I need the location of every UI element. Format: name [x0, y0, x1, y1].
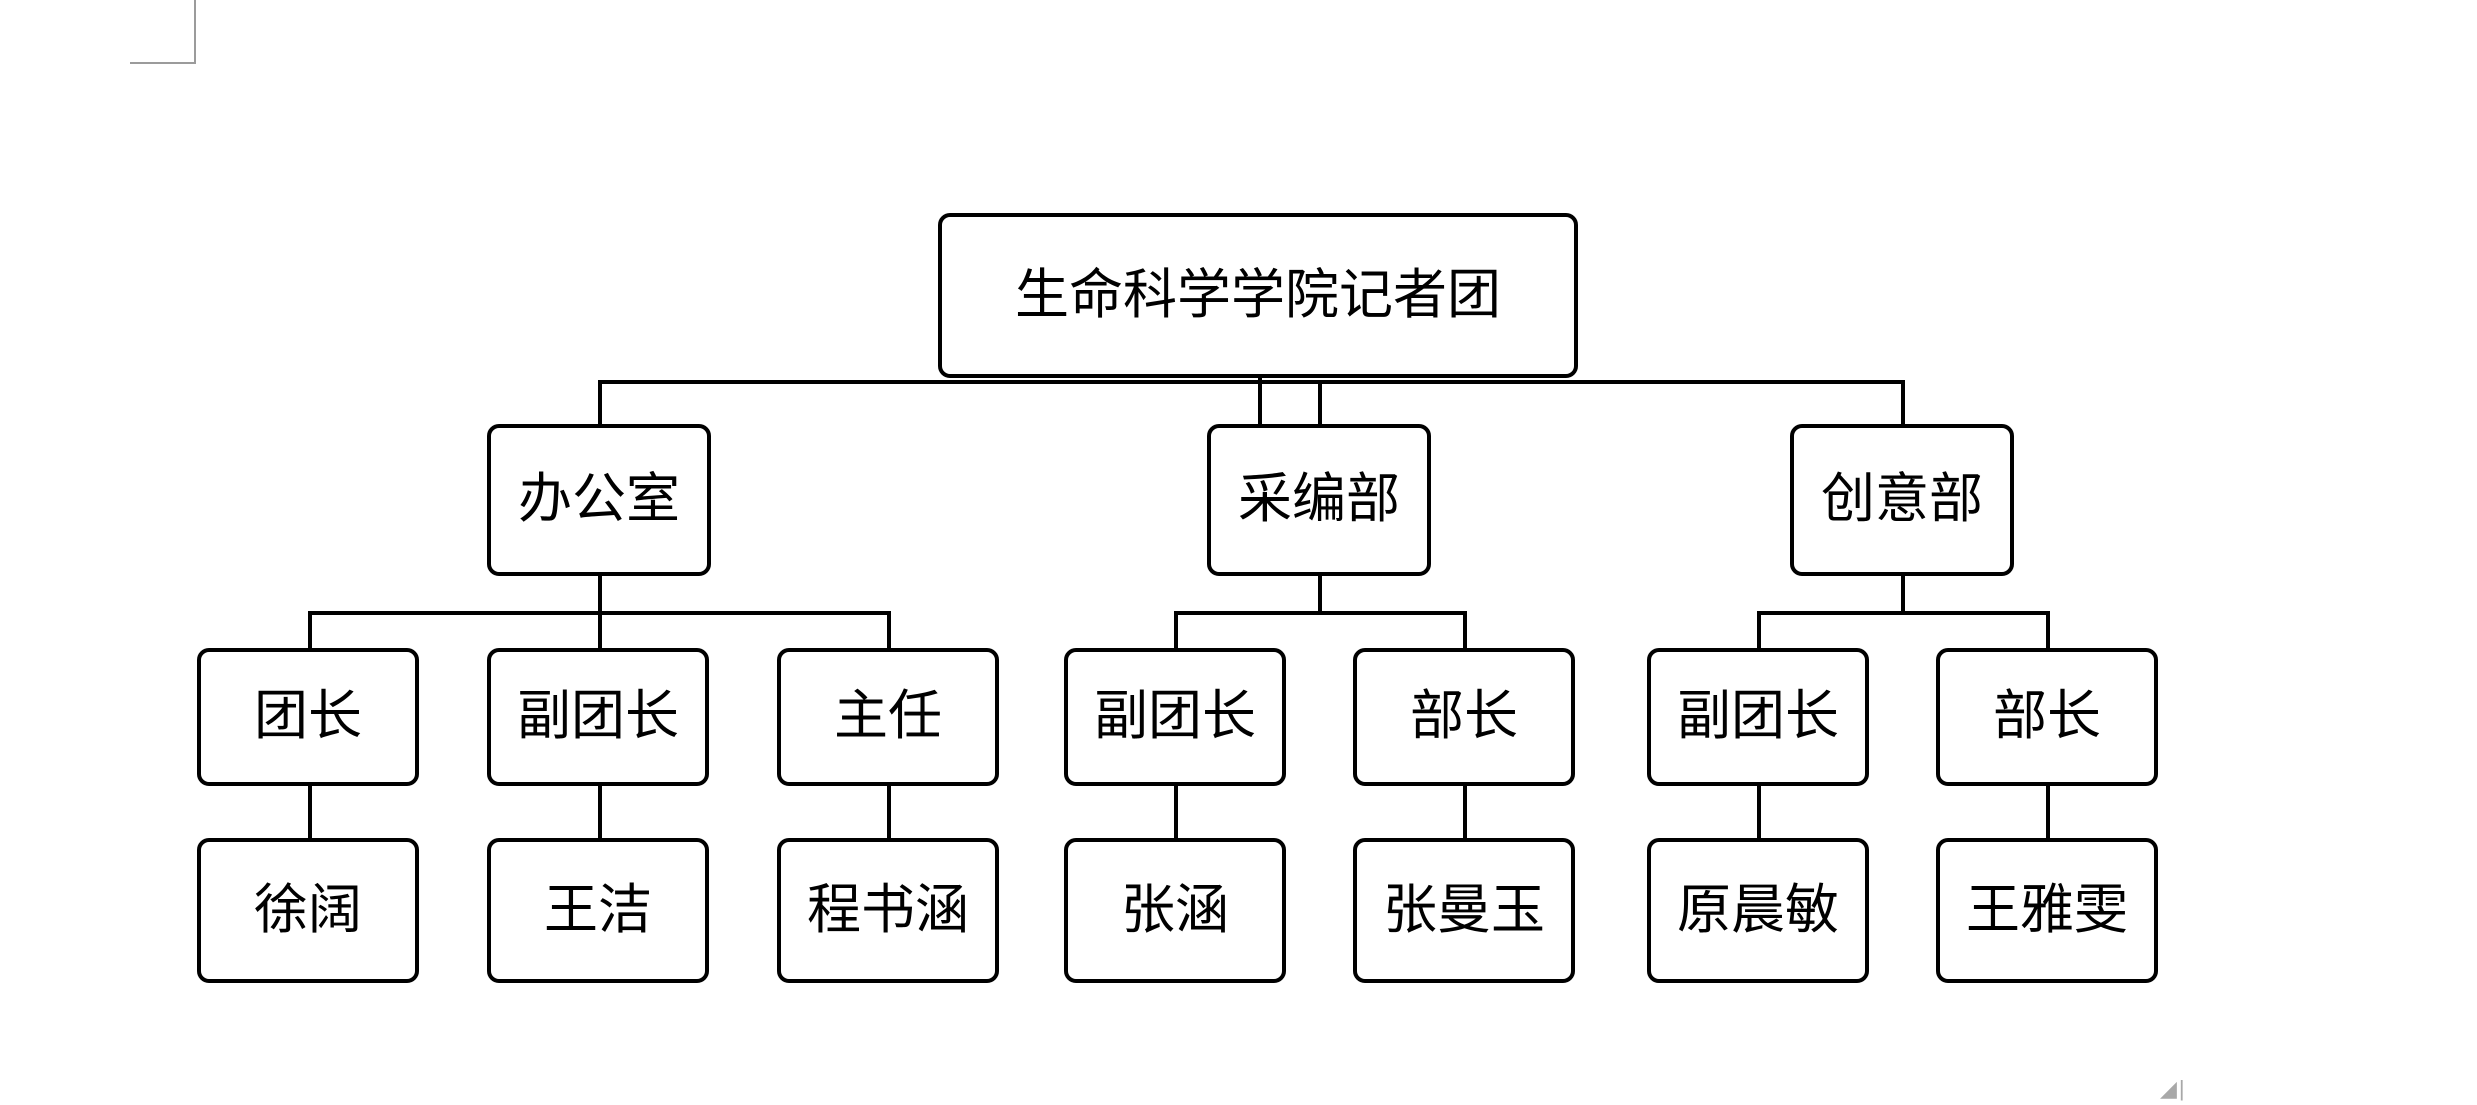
connector-root-to-creative	[1901, 380, 1905, 424]
connector-editorial-to-role-2	[1463, 611, 1467, 650]
org-node-department-editorial-label: 采编部	[1238, 469, 1400, 530]
org-node-department-office[interactable]: 办公室	[487, 424, 711, 576]
connector-office-to-role-3	[887, 611, 891, 650]
connector-role-to-name-1	[308, 784, 312, 840]
org-node-role-editorial-deputy-label: 副团长	[1094, 686, 1256, 747]
connector-role-to-name-3	[887, 784, 891, 840]
margin-guide-vertical	[194, 0, 196, 64]
org-node-member-office-director-label: 程书涵	[807, 879, 969, 940]
org-node-root-label: 生命科学学院记者团	[1015, 264, 1501, 325]
org-node-member-office-deputy[interactable]: 王洁	[487, 838, 709, 983]
org-node-member-creative-deputy[interactable]: 原晨敏	[1647, 838, 1869, 983]
org-node-department-editorial[interactable]: 采编部	[1207, 424, 1431, 576]
org-node-member-creative-deputy-label: 原晨敏	[1677, 879, 1839, 940]
org-node-member-editorial-deputy[interactable]: 张涵	[1064, 838, 1286, 983]
org-node-department-creative-label: 创意部	[1821, 469, 1983, 530]
connector-creative-to-role-2	[2046, 611, 2050, 650]
connector-office-to-role-1	[308, 611, 312, 650]
org-node-member-creative-head[interactable]: 王雅雯	[1936, 838, 2158, 983]
bottom-right-artifact: ◢|	[2160, 1076, 2187, 1101]
org-node-member-editorial-head-label: 张曼玉	[1383, 879, 1545, 940]
org-node-role-office-director[interactable]: 主任	[777, 648, 999, 786]
org-node-member-editorial-head[interactable]: 张曼玉	[1353, 838, 1575, 983]
org-node-member-editorial-deputy-label: 张涵	[1121, 879, 1229, 940]
org-node-member-office-deputy-label: 王洁	[544, 879, 652, 940]
org-node-role-editorial-head[interactable]: 部长	[1353, 648, 1575, 786]
org-node-department-creative[interactable]: 创意部	[1790, 424, 2014, 576]
org-node-member-office-leader-label: 徐阔	[254, 879, 362, 940]
connector-creative-bus	[1757, 611, 2050, 615]
connector-office-stem	[598, 574, 602, 614]
org-node-role-office-director-label: 主任	[834, 686, 942, 747]
org-node-role-creative-deputy[interactable]: 副团长	[1647, 648, 1869, 786]
org-node-role-editorial-deputy[interactable]: 副团长	[1064, 648, 1286, 786]
connector-role-to-name-4	[1174, 784, 1178, 840]
org-node-role-creative-deputy-label: 副团长	[1677, 686, 1839, 747]
org-node-role-office-deputy-label: 副团长	[517, 686, 679, 747]
org-node-role-creative-head-label: 部长	[1993, 686, 2101, 747]
connector-root-to-office	[598, 380, 602, 424]
connector-creative-to-role-1	[1757, 611, 1761, 650]
connector-role-to-name-2	[598, 784, 602, 840]
connector-root-stem	[1258, 375, 1262, 424]
org-node-role-editorial-head-label: 部长	[1410, 686, 1518, 747]
org-node-root[interactable]: 生命科学学院记者团	[938, 213, 1578, 378]
org-node-role-office-leader[interactable]: 团长	[197, 648, 419, 786]
margin-guide-horizontal	[130, 62, 196, 64]
org-node-member-creative-head-label: 王雅雯	[1966, 879, 2128, 940]
connector-creative-stem	[1901, 574, 1905, 614]
org-node-role-creative-head[interactable]: 部长	[1936, 648, 2158, 786]
connector-editorial-to-role-1	[1174, 611, 1178, 650]
connector-role-to-name-5	[1463, 784, 1467, 840]
connector-role-to-name-6	[1757, 784, 1761, 840]
connector-office-to-role-2	[598, 611, 602, 650]
connector-root-to-editorial	[1318, 380, 1322, 424]
connector-role-to-name-7	[2046, 784, 2050, 840]
connector-editorial-stem	[1318, 574, 1322, 614]
org-node-member-office-leader[interactable]: 徐阔	[197, 838, 419, 983]
org-node-member-office-director[interactable]: 程书涵	[777, 838, 999, 983]
org-node-role-office-leader-label: 团长	[254, 686, 362, 747]
connector-editorial-bus	[1174, 611, 1467, 615]
org-node-department-office-label: 办公室	[518, 469, 680, 530]
connector-root-bus	[598, 380, 1905, 384]
org-node-role-office-deputy[interactable]: 副团长	[487, 648, 709, 786]
